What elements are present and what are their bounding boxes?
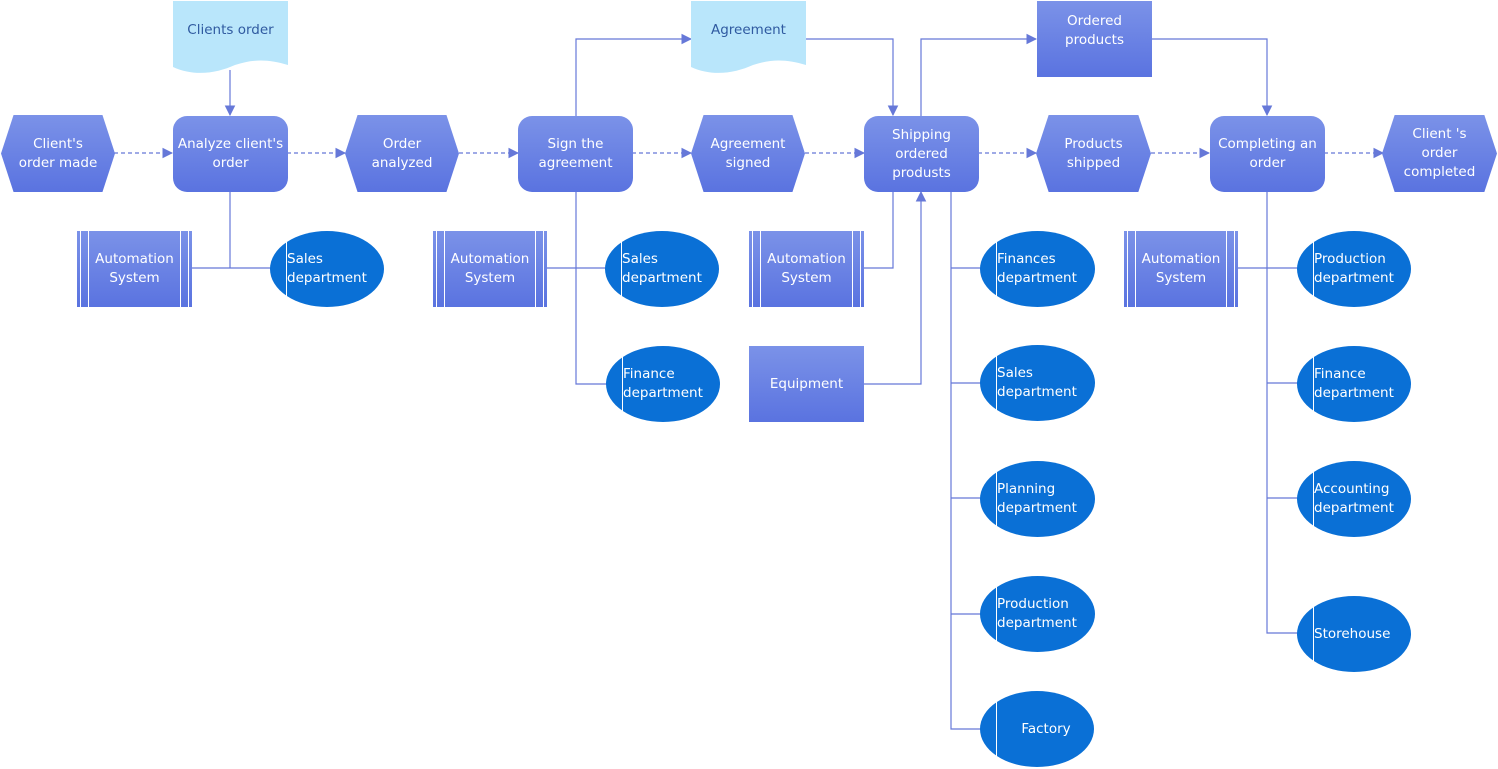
unit-factory-3[interactable]: Factory [980,691,1094,767]
event-label: Client 's order completed [1403,126,1476,180]
unit-accounting-department-4[interactable]: Accounting department [1297,461,1411,537]
unit-label: Finance department [1314,366,1394,401]
unit-label: Storehouse [1314,625,1391,642]
unit-label: Finances department [997,251,1077,286]
doc-arrow [1151,38,1273,117]
event-order-analyzed[interactable]: Order analyzed [345,115,459,192]
event-agreement-signed[interactable]: Agreement signed [691,115,805,192]
document-agreement[interactable]: Agreement [691,1,806,77]
event-label: Agreement signed [710,135,786,171]
system-automation-1[interactable]: Automation System [77,231,192,307]
doc-arrow [920,33,1038,116]
resource-label: Equipment [769,375,844,392]
function-sign-the-agreement[interactable]: Sign the agreement [518,116,633,192]
resource-arrow [863,190,927,385]
resource-ordered-products[interactable]: Ordered products [1037,1,1152,77]
document-label: Clients order [187,21,274,38]
unit-sales-department-2[interactable]: Sales department [605,231,719,307]
unit-finance-department-2[interactable]: Finance department [606,346,720,422]
unit-label: Finance department [623,366,703,401]
system-automation-4[interactable]: Automation System [1124,231,1238,307]
event-clients-order-completed[interactable]: Client 's order completed [1382,115,1497,192]
event-products-shipped[interactable]: Products shipped [1036,115,1151,192]
unit-label: Sales department [287,251,367,286]
assoc-line [1266,192,1300,634]
system-label: Automation System [450,251,530,286]
document-shape [691,1,806,73]
unit-label: Sales department [997,365,1077,400]
unit-label: Factory [1021,720,1071,737]
resource-equipment[interactable]: Equipment [749,346,864,422]
function-label: Analyze client's order [177,136,284,171]
function-completing-an-order[interactable]: Completing an order [1210,116,1325,192]
document-label: Agreement [711,21,786,38]
unit-storehouse-4[interactable]: Storehouse [1297,596,1411,672]
function-label: Completing an order [1218,136,1317,171]
unit-label: Accounting department [1314,481,1394,516]
doc-arrow [806,38,899,117]
document-shape [173,1,288,73]
event-clients-order-made[interactable]: Client's order made [1,115,115,192]
function-analyze-clients-order[interactable]: Analyze client's order [173,116,288,192]
unit-sales-department-1[interactable]: Sales department [270,231,384,307]
assoc-line [863,192,894,269]
resource-label: Ordered products [1065,13,1124,48]
system-automation-3[interactable]: Automation System [749,231,864,307]
event-label: Client's order made [18,135,98,171]
unit-label: Production department [1314,251,1394,286]
function-label: Sign the agreement [538,136,613,171]
unit-finances-department-3[interactable]: Finances department [980,231,1095,307]
system-label: Automation System [767,251,846,286]
system-label: Automation System [1141,251,1221,286]
unit-label: Sales department [622,251,702,286]
function-shipping-ordered-products[interactable]: Shipping ordered produsts [864,116,979,192]
unit-label: Planning department [997,481,1077,516]
doc-arrow [575,33,693,116]
event-label: Products shipped [1064,135,1123,171]
assoc-line [950,192,982,730]
unit-label: Production department [997,596,1077,631]
unit-production-department-4[interactable]: Production department [1297,231,1411,307]
document-clients-order[interactable]: Clients order [173,1,288,77]
unit-finance-department-4[interactable]: Finance department [1297,346,1411,422]
system-label: Automation System [95,251,174,286]
unit-production-department-3[interactable]: Production department [980,576,1095,652]
unit-planning-department-3[interactable]: Planning department [980,461,1095,537]
assoc-line [575,192,607,385]
system-automation-2[interactable]: Automation System [433,231,547,307]
function-label: Shipping ordered produsts [892,126,951,181]
unit-sales-department-3[interactable]: Sales department [980,345,1095,421]
event-label: Order analyzed [371,135,433,171]
